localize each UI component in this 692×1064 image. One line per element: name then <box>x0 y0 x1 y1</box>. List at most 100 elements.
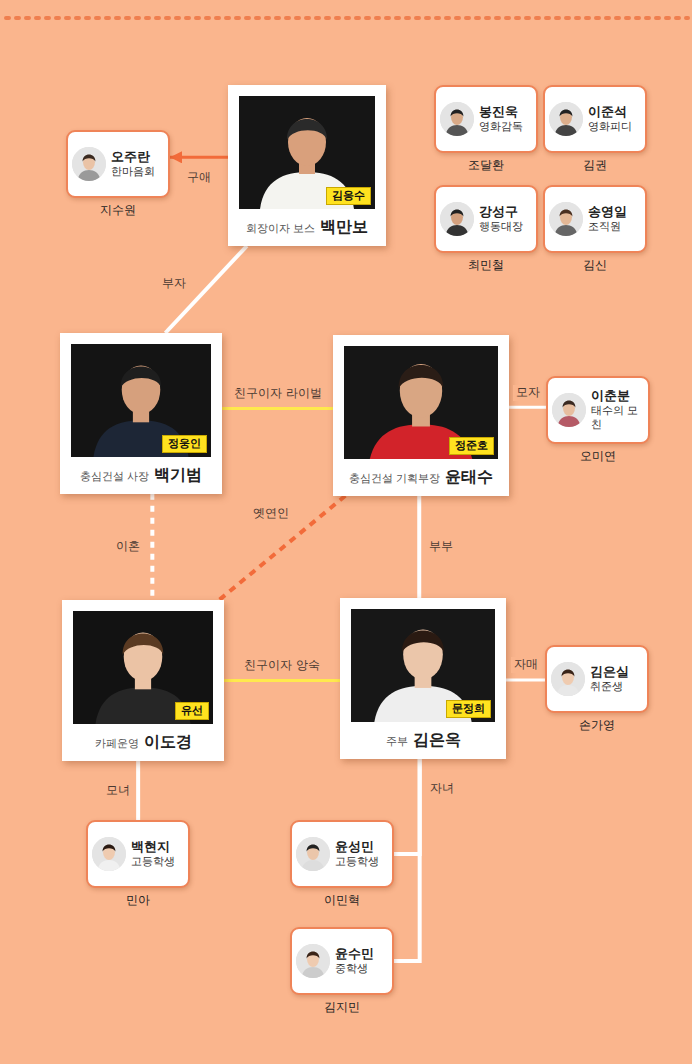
portrait-shape <box>560 209 573 216</box>
relation-line <box>219 496 345 600</box>
card-caption: 충심건설 사장백기범 <box>71 465 211 486</box>
chip-text: 송영일조직원 <box>588 204 641 234</box>
portrait-shape <box>554 225 578 236</box>
role-text: 충심건설 기획부장 <box>349 472 441 485</box>
relation-line <box>224 679 340 682</box>
character-chip: 오주란한마음회지수원 <box>66 130 170 198</box>
character-chip: 이춘분태수의 모친오미연 <box>546 376 650 444</box>
character-card: 문정희주부김은옥 <box>340 598 506 759</box>
portrait-shape <box>239 96 375 209</box>
portrait-shape <box>560 109 573 116</box>
character-card: 김응수회장이자 보스백만보 <box>228 85 386 246</box>
portrait-shape <box>551 662 585 696</box>
relation-line <box>222 407 333 410</box>
card-caption: 회장이자 보스백만보 <box>239 217 375 238</box>
portrait-shape <box>551 662 585 696</box>
chip-text: 이춘분태수의 모친 <box>591 388 644 432</box>
dotted-border <box>6 16 688 20</box>
role-text: 고등학생 <box>335 855 388 869</box>
chip-text: 윤수민중학생 <box>335 946 388 976</box>
actor-name: 이민혁 <box>282 892 402 909</box>
portrait-shape <box>296 837 330 871</box>
portrait-shape <box>123 634 164 655</box>
character-chip: 윤수민중학생김지민 <box>290 927 394 995</box>
relation-label: 친구이자 앙숙 <box>241 658 323 674</box>
portrait-shape <box>440 102 474 136</box>
chip-photo <box>296 944 330 978</box>
portrait-shape <box>554 125 578 136</box>
character-name: 백기범 <box>154 465 202 484</box>
portrait-shape <box>451 110 463 125</box>
portrait-shape <box>296 837 330 871</box>
portrait-shape <box>549 202 583 236</box>
relation-label: 부부 <box>426 539 456 555</box>
portrait-shape <box>399 365 444 388</box>
portrait-shape <box>563 400 576 407</box>
card-caption: 주부김은옥 <box>351 730 495 751</box>
relation-line <box>394 759 420 961</box>
relation-line <box>150 494 154 600</box>
actor-name: 지수원 <box>58 202 178 219</box>
character-name: 오주란 <box>111 149 164 165</box>
actor-name: 김지민 <box>282 999 402 1016</box>
portrait-shape <box>440 102 474 136</box>
actor-tag: 정웅인 <box>162 435 207 453</box>
role-text: 카페운영 <box>95 737 139 750</box>
character-name: 김은실 <box>590 664 643 680</box>
relation-label: 자녀 <box>427 781 457 797</box>
chip-photo <box>440 202 474 236</box>
role-text: 고등학생 <box>131 855 184 869</box>
portrait-shape <box>307 952 319 967</box>
chip-text: 봉진욱영화감독 <box>479 104 532 134</box>
portrait-shape <box>77 170 101 181</box>
role-text: 한마음회 <box>111 165 164 179</box>
chip-photo <box>551 662 585 696</box>
portrait-shape <box>301 967 325 978</box>
chip-photo <box>72 147 106 181</box>
actor-tag: 정준호 <box>449 437 494 455</box>
actor-name: 김신 <box>535 257 655 274</box>
character-card: 정준호충심건설 기획부장윤태수 <box>333 335 509 496</box>
character-chip: 김은실취준생손가영 <box>545 645 649 713</box>
portrait-shape <box>440 202 474 236</box>
character-name: 이준석 <box>588 104 641 120</box>
portrait-shape <box>71 344 211 457</box>
character-name: 백현지 <box>131 839 184 855</box>
portrait-shape <box>445 225 469 236</box>
character-card: 정웅인충심건설 사장백기범 <box>60 333 222 494</box>
portrait-shape <box>73 611 213 724</box>
relation-line <box>136 761 140 820</box>
portrait-shape <box>92 837 126 871</box>
relation-label: 자매 <box>511 657 541 673</box>
role-text: 영화감독 <box>479 120 532 134</box>
chip-text: 이준석영화피디 <box>588 104 641 134</box>
character-photo: 정준호 <box>344 346 498 459</box>
portrait-shape <box>562 669 575 676</box>
portrait-shape <box>560 110 572 125</box>
chip-photo <box>440 102 474 136</box>
chip-photo <box>549 202 583 236</box>
character-name: 윤수민 <box>335 946 388 962</box>
portrait-shape <box>121 367 162 388</box>
character-photo: 정웅인 <box>71 344 211 457</box>
actor-name: 조달환 <box>426 157 546 174</box>
relation-label: 부자 <box>159 276 189 292</box>
relation-label: 이혼 <box>113 539 143 555</box>
role-text: 중학생 <box>335 962 388 976</box>
portrait-shape <box>560 210 572 225</box>
character-name: 봉진욱 <box>479 104 532 120</box>
portrait-shape <box>72 147 106 181</box>
portrait-shape <box>549 102 583 136</box>
portrait-shape <box>307 844 320 851</box>
portrait-shape <box>552 393 586 427</box>
portrait-shape <box>451 209 464 216</box>
character-chip: 강성구행동대장최민철 <box>434 185 538 253</box>
actor-name: 민아 <box>78 892 198 909</box>
actor-name: 손가영 <box>537 717 657 734</box>
character-name: 이도경 <box>144 732 192 751</box>
chip-text: 강성구행동대장 <box>479 204 532 234</box>
actor-tag: 김응수 <box>326 187 371 205</box>
character-name: 윤성민 <box>335 839 388 855</box>
portrait-shape <box>552 393 586 427</box>
